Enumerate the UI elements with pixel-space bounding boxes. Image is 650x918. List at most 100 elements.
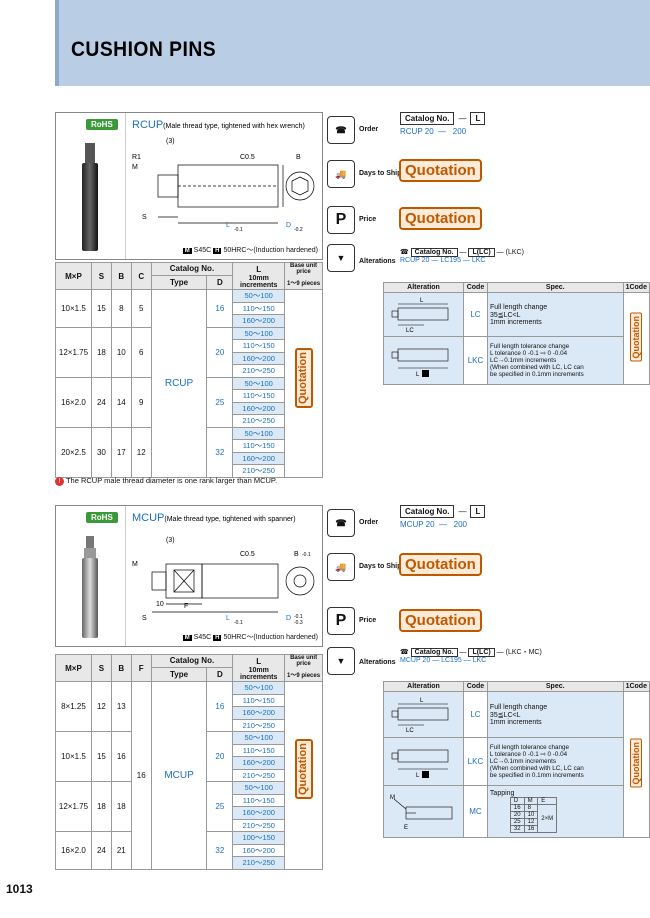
order-icon: ☎ xyxy=(327,509,355,537)
rcup-price-quotation: Quotation xyxy=(399,207,482,230)
svg-text:L: L xyxy=(420,698,424,704)
price-icon: P xyxy=(327,206,355,234)
table-row: 160～200 xyxy=(56,351,323,365)
svg-text:M: M xyxy=(390,795,395,801)
price-icon: P xyxy=(327,607,355,635)
rcup-note: ! The RCUP male thread diameter is one r… xyxy=(55,476,277,486)
dim-f: F xyxy=(184,603,188,610)
table-row: 210～250 xyxy=(56,856,323,870)
lc-diagram: L LC xyxy=(391,698,449,734)
mcup-pin-image xyxy=(82,536,98,638)
rcup-material: M S45C H 50HRC～(Induction hardened) xyxy=(182,247,318,254)
dim-c05: C0.5 xyxy=(240,154,255,161)
svg-text:-0.2: -0.2 xyxy=(294,227,303,233)
svg-text:-0.1: -0.1 xyxy=(234,620,243,626)
table-row: 210～250 xyxy=(56,364,323,378)
mcup-name: MCUP(Male thread type, tightened with sp… xyxy=(132,512,296,524)
svg-text:LC: LC xyxy=(406,728,414,733)
days-to-ship-icon: 🚚 xyxy=(327,160,355,188)
mcup-order-box: Catalog No.—L MCUP 20 — 200 xyxy=(400,505,486,529)
dim-3: (3) xyxy=(166,537,175,544)
svg-text:LC: LC xyxy=(406,328,414,333)
rcup-pin-image xyxy=(82,143,98,251)
dim-s: S xyxy=(142,214,147,221)
order-icon: ☎ xyxy=(327,116,355,144)
rcup-alt-order: ☎ Catalog No. — L(LC) — (LKC) RCUP 20 — … xyxy=(400,248,524,264)
dim-c05: C0.5 xyxy=(240,551,255,558)
table-row: 160～200 xyxy=(56,706,323,720)
mcup-price-quotation: Quotation xyxy=(399,609,482,632)
title-bar: CUSHION PINS xyxy=(55,0,650,86)
dim-b: B xyxy=(294,551,299,558)
table-row: 160～200 xyxy=(56,401,323,415)
rohs-badge: RoHS xyxy=(86,119,118,130)
dim-s: S xyxy=(142,615,147,622)
dim-d: D xyxy=(286,222,291,229)
rcup-days-quotation: Quotation xyxy=(399,159,482,182)
rcup-product-box: RoHS RCUP(Male thread type, tightened wi… xyxy=(55,112,323,260)
mcup-material: M S45C H 50HRC～(Induction hardened) xyxy=(182,634,318,641)
dim-3: (3) xyxy=(166,138,175,145)
mcup-drawing: (3) M C0.5 B -0.1 S 10 F L -0.1 D -0.1 -… xyxy=(132,537,315,626)
svg-text:-0.3: -0.3 xyxy=(294,620,303,626)
mc-diagram: ME xyxy=(390,795,453,831)
table-row: 210～250 xyxy=(56,464,323,478)
order-label: Order xyxy=(359,519,379,526)
order-label: Order xyxy=(359,126,379,133)
rcup-drawing: (3) R1 M C0.5 B S L -0.1 D -0.2 xyxy=(132,138,315,233)
rcup-photo: RoHS xyxy=(56,113,126,259)
alterations-label: Alterations xyxy=(359,258,396,265)
lkc-diagram: L xyxy=(391,749,449,779)
svg-text:L: L xyxy=(416,773,420,779)
rcup-quotation-vertical: Quotation xyxy=(295,348,313,408)
lkc-diagram: L xyxy=(391,348,449,378)
days-to-ship-label: Days to Ship xyxy=(359,170,402,177)
mcup-quotation-vertical: Quotation xyxy=(295,739,313,799)
mcup-days-quotation: Quotation xyxy=(399,553,482,576)
alterations-icon: ▼ xyxy=(327,647,355,675)
dim-b: B xyxy=(296,154,301,161)
mcup-product-box: RoHS MCUP(Male thread type, tightened wi… xyxy=(55,505,323,647)
svg-text:10: 10 xyxy=(156,601,164,608)
svg-text:-0.1: -0.1 xyxy=(294,614,303,620)
dim-d: D xyxy=(286,615,291,622)
mcup-alt-order: ☎ Catalog No. — L(LC) — (LKC・MC) MCUP 20… xyxy=(400,648,542,664)
page-title: CUSHION PINS xyxy=(71,38,217,61)
dim-m: M xyxy=(132,164,138,171)
price-label: Price xyxy=(359,617,377,624)
days-to-ship-icon: 🚚 xyxy=(327,553,355,581)
svg-text:L: L xyxy=(416,372,420,378)
mcup-photo: RoHS xyxy=(56,506,126,646)
alterations-label: Alterations xyxy=(359,659,396,666)
rcup-name: RCUP(Male thread type, tightened with he… xyxy=(132,119,305,131)
alterations-icon: ▼ xyxy=(327,244,355,272)
days-to-ship-label: Days to Ship xyxy=(359,563,402,570)
svg-text:-0.1: -0.1 xyxy=(302,552,311,558)
lc-diagram: L LC xyxy=(391,298,449,334)
table-row: 160～200 xyxy=(56,451,323,465)
page-number: 1013 xyxy=(6,882,33,896)
rohs-badge: RoHS xyxy=(86,512,118,523)
price-label: Price xyxy=(359,216,377,223)
svg-text:L: L xyxy=(420,298,424,304)
svg-text:-0.1: -0.1 xyxy=(234,227,243,233)
dim-l: L xyxy=(226,222,230,229)
rcup-order-box: Catalog No.—L RCUP 20 — 200 xyxy=(400,112,486,136)
dim-r1: R1 xyxy=(132,154,141,161)
dim-m: M xyxy=(132,561,138,568)
table-row: 110～150 xyxy=(56,693,323,707)
dim-l: L xyxy=(226,615,230,622)
svg-text:E: E xyxy=(404,825,408,831)
